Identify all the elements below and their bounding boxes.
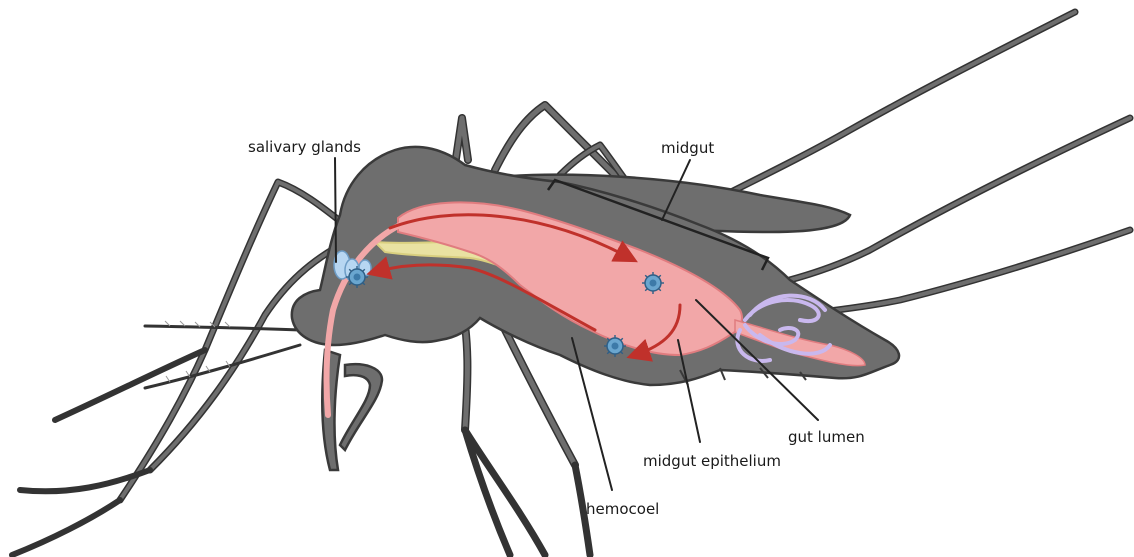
label-midgut-epithelium: midgut epithelium xyxy=(643,452,781,470)
front-legs xyxy=(12,182,350,555)
proboscis xyxy=(322,350,382,470)
label-midgut: midgut xyxy=(661,139,714,157)
virus-in-hemocoel xyxy=(604,335,626,357)
virus-in-gut-lumen xyxy=(642,272,664,294)
label-hemocoel: hemocoel xyxy=(586,500,659,518)
label-salivary-glands: salivary glands xyxy=(248,138,361,156)
label-gut-lumen: gut lumen xyxy=(788,428,865,446)
virus-in-salivary-gland xyxy=(346,266,368,288)
